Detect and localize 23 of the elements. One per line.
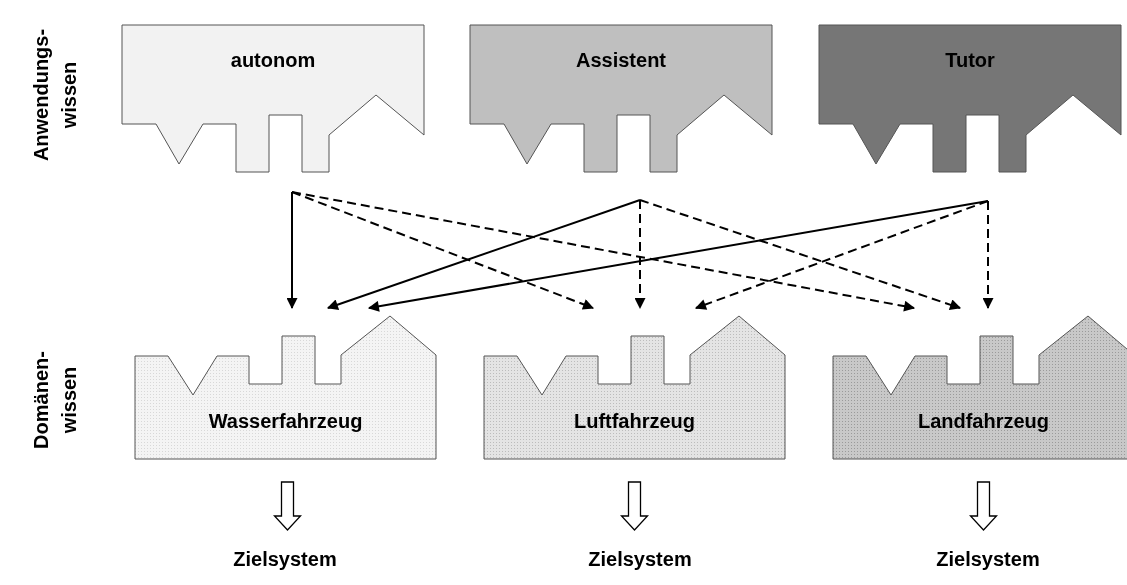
arrow [291, 191, 916, 312]
node-label: Luftfahrzeug [573, 410, 696, 433]
node-label: autonom [230, 49, 316, 72]
arrow [982, 200, 994, 310]
block-arrow [273, 481, 302, 531]
target-label: Zielsystem [233, 548, 337, 571]
arrow [326, 199, 641, 310]
node-label: Wasserfahrzeug [208, 410, 363, 433]
target-label: Zielsystem [936, 548, 1040, 571]
side-label: Domänen- wissen [29, 350, 81, 451]
node-label: Assistent [576, 49, 666, 72]
target-label: Zielsystem [588, 548, 692, 571]
node-label: Tutor [945, 49, 995, 72]
arrow [634, 199, 646, 310]
arrow [639, 199, 962, 311]
node-label: Landfahrzeug [917, 410, 1050, 433]
arrow [694, 200, 989, 310]
side-label: Anwendungs- wissen [29, 27, 81, 164]
block-arrow [969, 481, 998, 531]
block-arrow [620, 481, 649, 531]
arrow [367, 200, 989, 312]
arrow [291, 191, 595, 310]
arrow [286, 191, 298, 310]
